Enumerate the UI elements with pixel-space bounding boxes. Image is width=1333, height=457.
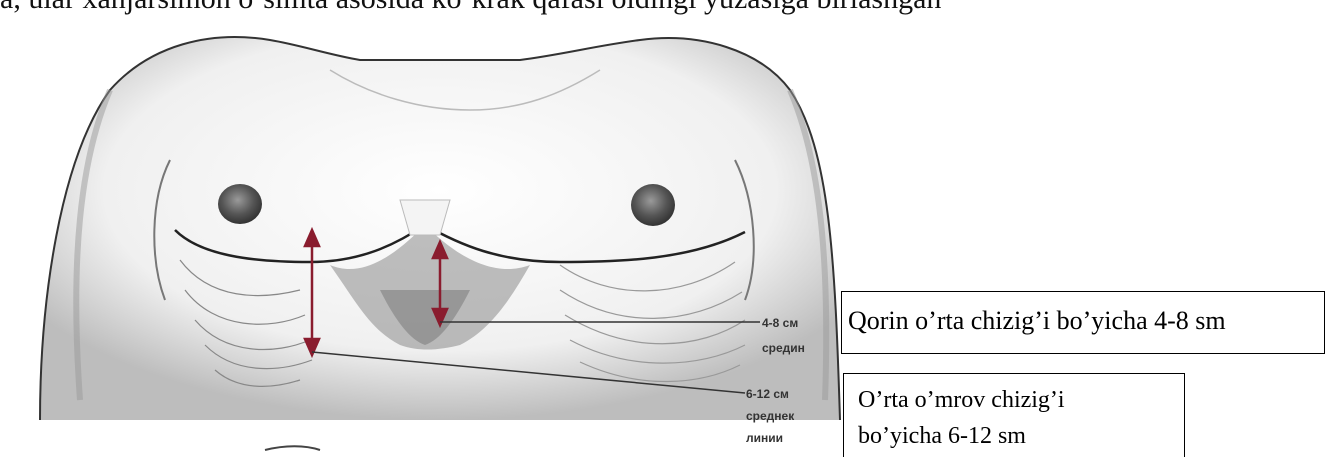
ru-label-2-line1: 6-12 см (746, 387, 789, 401)
ru-label-2-line3: линии (746, 431, 783, 445)
abdomen-hint (265, 446, 320, 450)
ru-label-1-line2: средин (762, 341, 805, 355)
clavicular-callout-line2: bo’yicha 6-12 sm (858, 418, 1184, 454)
right-nipple (631, 184, 675, 226)
midline-callout-text: Qorin o’rta chizig’i bo’yicha 4-8 sm (848, 306, 1226, 335)
ru-label-1-line1: 4-8 см (762, 316, 798, 330)
ru-label-2-line2: среднек (746, 409, 795, 423)
clavicular-callout-line1: O’rta o’mrov chizig’i (858, 382, 1184, 418)
clavicular-callout-box: O’rta o’mrov chizig’i bo’yicha 6-12 sm (843, 373, 1185, 457)
midline-callout-box: Qorin o’rta chizig’i bo’yicha 4-8 sm (841, 291, 1325, 354)
left-nipple (218, 184, 262, 224)
